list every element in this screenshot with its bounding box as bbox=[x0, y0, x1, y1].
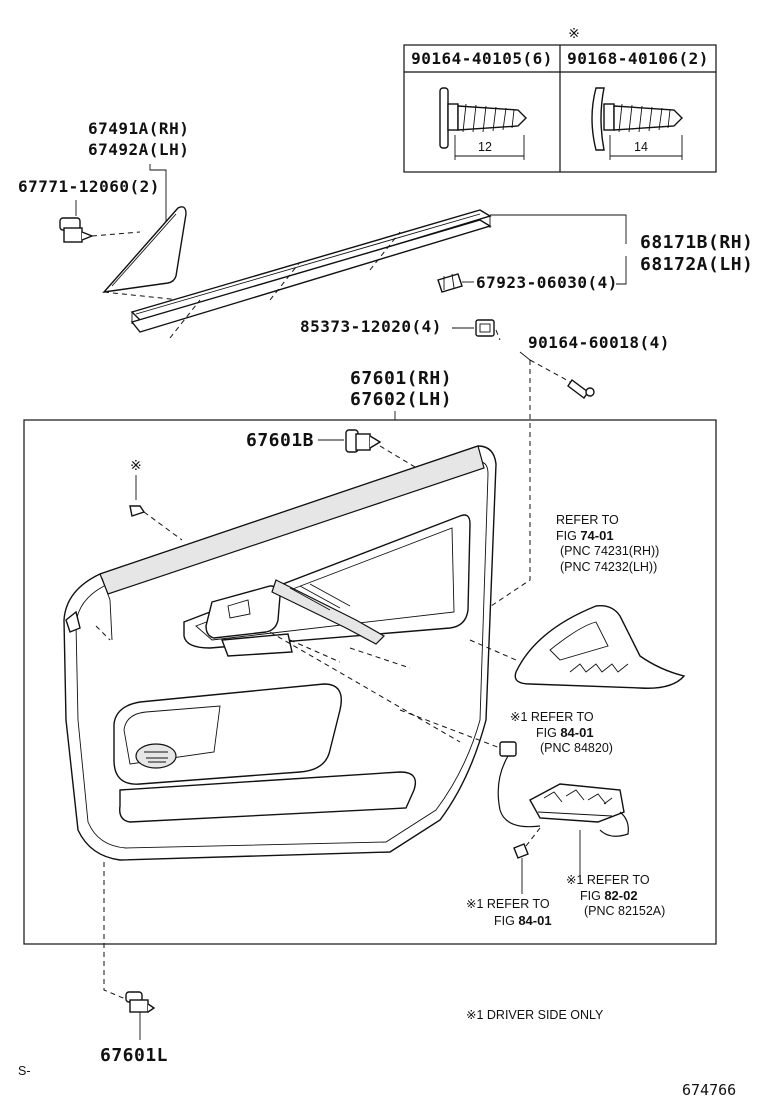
screw-icon-90164-60018 bbox=[567, 378, 595, 400]
nut-icon-85373 bbox=[475, 319, 495, 337]
corner-left-mark: S- bbox=[18, 1064, 31, 1078]
ref8401a-line3: (PNC 84820) bbox=[540, 741, 613, 755]
ref-84-01-block-b: ※1 REFER TO FIG 84-01 bbox=[466, 897, 552, 928]
ref7401-line3: (PNC 74231(RH)) bbox=[560, 544, 659, 558]
ref7401-line2a: FIG bbox=[556, 529, 580, 543]
ref8202-line1: ※1 REFER TO bbox=[566, 873, 650, 887]
door-trim-panel bbox=[63, 445, 497, 861]
ref-74-01-block: REFER TO FIG 74-01 (PNC 74231(RH)) (PNC … bbox=[556, 513, 659, 574]
ref8202-fig: 82-02 bbox=[604, 888, 637, 903]
ref8202-line2a: FIG bbox=[580, 889, 604, 903]
svg-text:FIG 74-01: FIG 74-01 bbox=[556, 528, 614, 543]
connector-icon bbox=[497, 741, 541, 828]
label-67923: 67923-06030(4) bbox=[476, 273, 618, 292]
label-67492a: 67492A(LH) bbox=[88, 140, 189, 159]
figure-number: 674766 bbox=[682, 1081, 736, 1099]
ref8401a-line2a: FIG bbox=[536, 726, 560, 740]
label-90164-60018: 90164-60018(4) bbox=[528, 333, 670, 352]
ref7401-fig: 74-01 bbox=[580, 528, 613, 543]
screw-icon-trim bbox=[129, 505, 146, 517]
screw-table-mark: ※ bbox=[568, 26, 580, 42]
label-67601l: 67601L bbox=[100, 1045, 168, 1066]
ref8401b-line1: ※1 REFER TO bbox=[466, 897, 550, 911]
door-trim-group-box bbox=[23, 419, 717, 945]
screw-table-col2-label: 90168-40106(2) bbox=[567, 49, 709, 68]
label-67491a: 67491A(RH) bbox=[88, 119, 189, 138]
ref8401a-line1: ※1 REFER TO bbox=[510, 710, 594, 724]
label-67601b: 67601B bbox=[246, 430, 314, 451]
screw-icon-switch bbox=[513, 843, 529, 866]
ref8401b-fig: 84-01 bbox=[518, 913, 551, 928]
clip-icon-67601b bbox=[345, 429, 382, 453]
svg-text:FIG 84-01: FIG 84-01 bbox=[536, 725, 594, 740]
screw-table-col1-label: 90164-40105(6) bbox=[411, 49, 553, 68]
screw-icon-90168: 14 bbox=[591, 87, 683, 160]
screw-mark: ※ bbox=[130, 458, 142, 474]
label-67602-lh: 67602(LH) bbox=[350, 389, 452, 410]
clip-icon-67771 bbox=[59, 217, 94, 243]
ref-84-01-block-a: ※1 REFER TO FIG 84-01 (PNC 84820) bbox=[510, 710, 613, 755]
window-switch-assembly bbox=[529, 783, 629, 837]
screw-icon-90164: 12 bbox=[439, 87, 527, 160]
label-68172a: 68172A(LH) bbox=[640, 254, 753, 275]
screw-table: ※ 90164-40105(6) 90168-40106(2) 12 14 bbox=[403, 26, 717, 173]
label-68171b: 68171B(RH) bbox=[640, 232, 753, 253]
label-67601-rh: 67601(RH) bbox=[350, 368, 452, 389]
screw1-dim: 12 bbox=[478, 140, 492, 154]
screw2-dim: 14 bbox=[634, 140, 648, 154]
switch-bezel-part bbox=[514, 605, 686, 689]
clip-icon-67601l bbox=[125, 991, 156, 1013]
ref-82-02-block: ※1 REFER TO FIG 82-02 (PNC 82152A) bbox=[566, 873, 665, 918]
label-85373: 85373-12020(4) bbox=[300, 317, 442, 336]
ref8401b-line2a: FIG bbox=[494, 914, 518, 928]
belt-moulding-part bbox=[130, 209, 492, 333]
ref8202-line3: (PNC 82152A) bbox=[584, 904, 665, 918]
footnote: ※1 DRIVER SIDE ONLY bbox=[466, 1008, 604, 1022]
svg-text:FIG 84-01: FIG 84-01 bbox=[494, 913, 552, 928]
clip-icon-67923 bbox=[437, 273, 463, 293]
ref7401-line4: (PNC 74232(LH)) bbox=[560, 560, 657, 574]
svg-text:FIG 82-02: FIG 82-02 bbox=[580, 888, 638, 903]
ref7401-line1: REFER TO bbox=[556, 513, 619, 527]
label-67771: 67771-12060(2) bbox=[18, 177, 160, 196]
corner-garnish-part bbox=[102, 206, 187, 293]
ref8401a-fig: 84-01 bbox=[560, 725, 593, 740]
